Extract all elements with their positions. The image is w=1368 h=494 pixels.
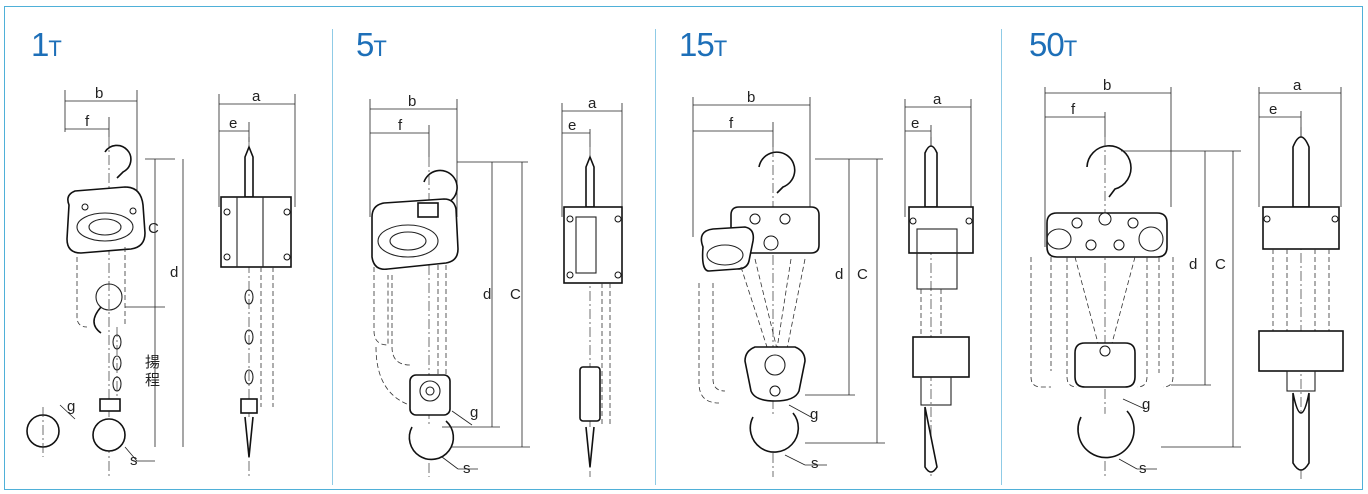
dim-label-e: e bbox=[568, 117, 576, 134]
dim-label-s: s bbox=[811, 455, 819, 472]
dim-label-s: s bbox=[1139, 460, 1147, 477]
panel-divider bbox=[655, 29, 656, 485]
dim-label-e: e bbox=[911, 115, 919, 132]
dim-label-g: g bbox=[810, 406, 818, 423]
dim-label-b: b bbox=[408, 93, 416, 110]
dim-label-a: a bbox=[252, 88, 261, 105]
dim-label-d: d bbox=[1189, 256, 1197, 273]
dim-label-s: s bbox=[130, 452, 138, 469]
dim-label-c: C bbox=[1215, 256, 1226, 273]
dim-label-f: f bbox=[398, 117, 403, 134]
dim-label-b: b bbox=[747, 89, 755, 106]
dim-label-g: g bbox=[1142, 396, 1150, 413]
dim-label-g: g bbox=[470, 404, 478, 421]
dim-label-e: e bbox=[1269, 101, 1277, 118]
dim-label-a: a bbox=[588, 95, 597, 112]
hoist-drawing-1t: b f C d 揚 程 bbox=[26, 85, 296, 477]
dim-label-f: f bbox=[1071, 101, 1076, 118]
dim-label-lift-bottom: 程 bbox=[145, 372, 160, 389]
capacity-title: 1T bbox=[31, 26, 62, 63]
dim-label-f: f bbox=[85, 113, 90, 130]
panel-1t: 1T b f C bbox=[5, 7, 332, 491]
panel-divider bbox=[332, 29, 333, 485]
dim-label-a: a bbox=[1293, 77, 1302, 94]
dim-label-d: d bbox=[835, 266, 843, 283]
panel-50t: 50T b f g bbox=[1001, 7, 1364, 491]
capacity-title: 5T bbox=[356, 26, 387, 63]
dim-label-d: d bbox=[483, 286, 491, 303]
panel-5t: 5T b f g s bbox=[332, 7, 655, 491]
dim-label-e: e bbox=[229, 115, 237, 132]
dim-label-d: d bbox=[170, 264, 178, 281]
dim-label-lift-top: 揚 bbox=[145, 354, 160, 371]
dim-label-a: a bbox=[933, 91, 942, 108]
capacity-title: 15T bbox=[679, 26, 728, 63]
dim-label-g: g bbox=[67, 398, 75, 415]
hoist-drawing-5t: b f g s d C bbox=[369, 93, 623, 477]
dim-label-c: C bbox=[148, 220, 159, 237]
dim-label-b: b bbox=[1103, 77, 1111, 94]
hoist-drawing-50t: b f g s bbox=[1030, 77, 1344, 482]
dim-label-f: f bbox=[729, 115, 734, 132]
dim-label-c: C bbox=[857, 266, 868, 283]
capacity-title: 50T bbox=[1029, 26, 1078, 63]
hoist-drawing-15t: b f g s d C bbox=[692, 89, 974, 477]
diagram-frame: 1T b f C bbox=[4, 6, 1363, 490]
dim-label-s: s bbox=[463, 460, 471, 477]
panel-15t: 15T b f g s bbox=[655, 7, 1001, 491]
panel-divider bbox=[1001, 29, 1002, 485]
dim-label-b: b bbox=[95, 85, 103, 102]
dim-label-c: C bbox=[510, 286, 521, 303]
